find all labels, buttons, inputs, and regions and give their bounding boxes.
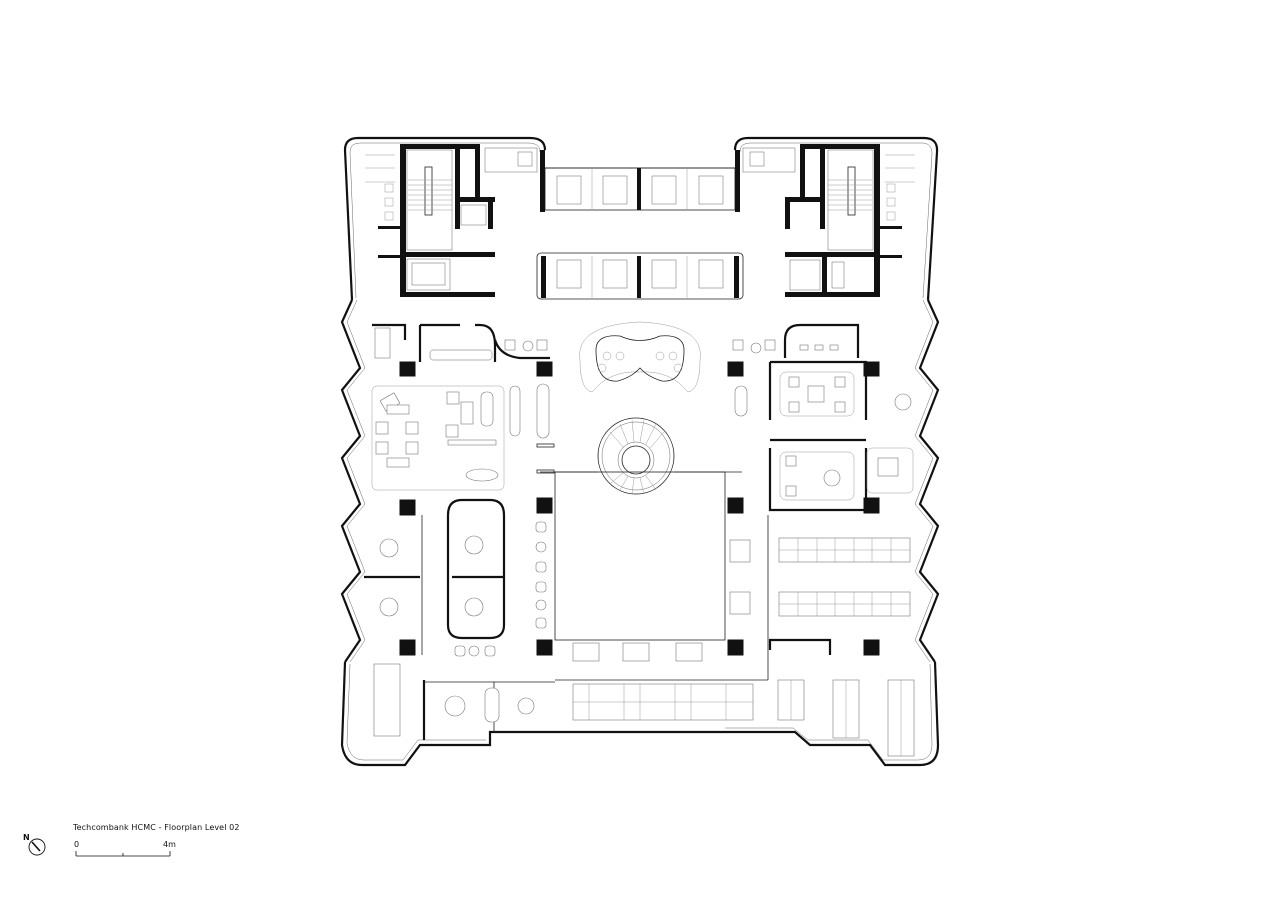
north-label: N (23, 833, 30, 842)
scale-end-label: 4m (163, 840, 176, 849)
open-workspace-east (767, 515, 911, 680)
atrium-void (535, 471, 751, 662)
open-workspace-south (555, 679, 915, 757)
stair-core-east (735, 144, 915, 297)
meeting-rooms-east (727, 323, 914, 514)
facade-outline (340, 136, 940, 767)
stair-core-west (365, 144, 545, 297)
scale-start-label: 0 (74, 840, 80, 849)
lounge-west (371, 323, 555, 491)
scale-bar (75, 851, 171, 857)
reception-sofa (579, 321, 701, 393)
north-arrow-icon (28, 838, 46, 856)
meeting-rooms-west (364, 498, 506, 657)
lift-lobby (536, 167, 744, 300)
drawing-title: Techcombank HCMC - Floorplan Level 02 (73, 823, 240, 832)
spiral-stair (597, 417, 675, 495)
boardroom-southwest (373, 663, 555, 740)
